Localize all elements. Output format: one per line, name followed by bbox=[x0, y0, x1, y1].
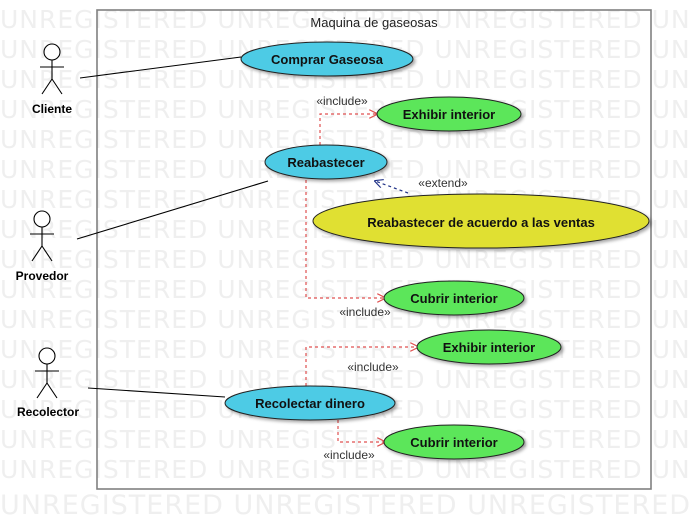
actor-provedor[interactable] bbox=[30, 210, 54, 262]
watermark-text: UNREGISTERED UNREGISTERED UNREGISTERED U… bbox=[0, 425, 690, 454]
association-provedor-reabastecer bbox=[76, 180, 269, 240]
actor-cliente[interactable] bbox=[40, 43, 64, 95]
use-case-comprar-gaseosa[interactable]: Comprar Gaseosa bbox=[240, 41, 414, 77]
actor-cliente-label: Cliente bbox=[32, 102, 72, 116]
watermark-text: UNREGISTERED UNREGISTERED UNREGISTERED U… bbox=[0, 455, 690, 484]
use-case-reabastecer-ventas[interactable]: Reabastecer de acuerdo a las ventas bbox=[312, 193, 650, 249]
watermark-text: UNREGISTERED UNREGISTERED UNREGISTERED U… bbox=[0, 305, 690, 334]
association-cliente-comprar bbox=[79, 56, 242, 79]
actor-provedor-label: Provedor bbox=[16, 269, 69, 283]
use-case-label: Cubrir interior bbox=[410, 291, 497, 306]
include-label: «include» bbox=[347, 360, 399, 374]
use-case-reabastecer[interactable]: Reabastecer bbox=[264, 144, 388, 180]
use-case-label: Reabastecer bbox=[287, 155, 364, 170]
include-reabastecer-cubrir bbox=[305, 180, 385, 298]
use-case-exhibir-interior-1[interactable]: Exhibir interior bbox=[376, 96, 522, 132]
extend-label: «extend» bbox=[418, 176, 468, 190]
include-label: «include» bbox=[339, 305, 391, 319]
watermark-text: UNREGISTERED UNREGISTERED UNREGISTERED U… bbox=[0, 95, 690, 124]
use-case-cubrir-interior-2[interactable]: Cubrir interior bbox=[383, 424, 525, 460]
extend-ventas-reabastecer bbox=[375, 181, 409, 194]
association-recolector-recolectar bbox=[87, 387, 226, 398]
watermark-text: UNREGISTERED UNREGISTERED UNREGISTERED U… bbox=[0, 335, 690, 364]
use-case-label: Cubrir interior bbox=[410, 435, 497, 450]
actor-recolector-label: Recolector bbox=[17, 405, 79, 419]
include-recolectar-cubrir bbox=[337, 420, 385, 442]
watermark-text: UNREGISTERED UNREGISTERED UNREGISTERED U… bbox=[0, 245, 690, 274]
include-label: «include» bbox=[316, 94, 368, 108]
use-case-exhibir-interior-2[interactable]: Exhibir interior bbox=[416, 329, 562, 365]
use-case-label: Recolectar dinero bbox=[255, 396, 365, 411]
system-boundary bbox=[96, 9, 652, 490]
actor-recolector[interactable] bbox=[35, 347, 59, 399]
use-case-label: Comprar Gaseosa bbox=[271, 52, 384, 67]
include-recolectar-exhibir bbox=[305, 347, 418, 386]
system-title: Maquina de gaseosas bbox=[310, 15, 438, 30]
use-case-label: Exhibir interior bbox=[403, 107, 495, 122]
watermark-bottom-text: UNREGISTERED UNREGISTERED UNREGISTERED U… bbox=[0, 490, 690, 521]
use-case-recolectar-dinero[interactable]: Recolectar dinero bbox=[224, 385, 396, 421]
use-case-cubrir-interior-1[interactable]: Cubrir interior bbox=[383, 280, 525, 316]
include-reabastecer-exhibir bbox=[319, 114, 377, 145]
use-case-label: Exhibir interior bbox=[443, 340, 535, 355]
use-case-label: Reabastecer de acuerdo a las ventas bbox=[367, 215, 595, 230]
include-label: «include» bbox=[323, 448, 375, 462]
watermark-text: UNREGISTERED UNREGISTERED UNREGISTERED U… bbox=[0, 5, 690, 34]
